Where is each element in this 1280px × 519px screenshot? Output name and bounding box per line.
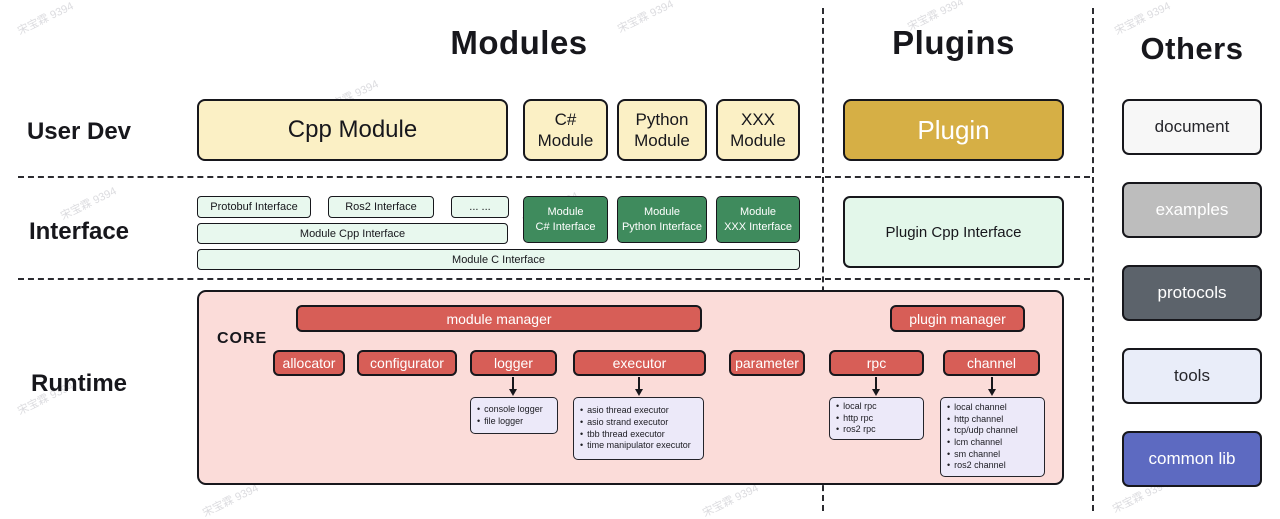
cpp-module-box: Cpp Module [197,99,508,161]
core-container: CORE module manager plugin manager alloc… [197,290,1064,485]
module-manager-bar: module manager [296,305,702,332]
arrow-down-icon [508,377,518,396]
watermark: 宋宝霖 9394 [15,0,76,38]
list-item: ros2 rpc [836,424,917,436]
others-item-examples: examples [1122,182,1262,238]
list-item: http rpc [836,413,917,425]
arrow-down-icon [987,377,997,396]
module-python-interface-line1: Module [643,205,681,218]
logger-impl-list: console logger file logger [470,397,558,434]
python-module-line1: Python [635,109,689,129]
parameter-component: parameter [729,350,805,376]
list-item: tbb thread executor [580,429,697,441]
others-item-tools: tools [1122,348,1262,404]
xxx-module-line2: Module [730,131,786,150]
list-item: console logger [477,404,551,416]
others-item-document: document [1122,99,1262,155]
section-title-modules: Modules [450,24,588,61]
ros2-interface-box: Ros2 Interface [328,196,434,218]
csharp-module-line2: Module [537,131,594,150]
list-item: asio strand executor [580,417,697,429]
module-python-interface-box: Module Python Interface [617,196,707,243]
csharp-module-line1: C# [554,109,577,129]
module-csharp-interface-line2: C# Interface [535,220,596,233]
list-item: local rpc [836,401,917,413]
xxx-module-box: XXX Module [716,99,800,161]
list-item: local channel [947,402,1038,414]
list-item: asio thread executor [580,405,697,417]
list-item: file logger [477,416,551,428]
divider-plugins-others [1092,8,1094,511]
executor-impl-list: asio thread executor asio strand executo… [573,397,704,460]
xxx-module-line1: XXX [740,109,776,129]
list-item: ros2 channel [947,460,1038,472]
divider-userdev-interface [18,176,1090,178]
logger-component: logger [470,350,557,376]
arrow-down-icon [634,377,644,396]
list-item: lcm channel [947,437,1038,449]
arrow-down-icon [871,377,881,396]
module-xxx-interface-box: Module XXX Interface [716,196,800,243]
list-item: http channel [947,414,1038,426]
divider-modules-plugins [822,8,824,511]
plugin-manager-bar: plugin manager [890,305,1025,332]
rpc-component: rpc [829,350,924,376]
module-c-interface-box: Module C Interface [197,249,800,270]
plugin-cpp-interface-box: Plugin Cpp Interface [843,196,1064,268]
module-csharp-interface-box: Module C# Interface [523,196,608,243]
section-title-others: Others [1140,31,1244,66]
others-item-protocols: protocols [1122,265,1262,321]
module-cpp-interface-box: Module Cpp Interface [197,223,508,244]
module-xxx-interface-line2: XXX Interface [724,220,792,233]
list-item: sm channel [947,449,1038,461]
module-xxx-interface-line1: Module [739,205,777,218]
row-label-interface: Interface [28,218,130,245]
csharp-module-box: C# Module [523,99,608,161]
configurator-component: configurator [357,350,457,376]
plugin-box: Plugin [843,99,1064,161]
core-label: CORE [217,330,268,347]
divider-interface-runtime [18,278,1090,280]
allocator-component: allocator [273,350,345,376]
watermark: 宋宝霖 9394 [200,482,261,519]
python-module-box: Python Module [617,99,707,161]
watermark: 宋宝霖 9394 [700,482,761,519]
module-csharp-interface-line1: Module [547,205,584,218]
others-item-common-lib: common lib [1122,431,1262,487]
more-interfaces-box: ... ... [451,196,509,218]
executor-component: executor [573,350,706,376]
list-item: tcp/udp channel [947,425,1038,437]
channel-component: channel [943,350,1040,376]
python-module-line2: Module [634,131,690,150]
protobuf-interface-box: Protobuf Interface [197,196,311,218]
list-item: time manipulator executor [580,440,697,452]
module-python-interface-line2: Python Interface [621,220,703,233]
row-label-runtime: Runtime [31,370,127,397]
row-label-user-dev: User Dev [26,118,132,145]
rpc-impl-list: local rpc http rpc ros2 rpc [829,397,924,440]
section-title-plugins: Plugins [892,24,1015,61]
channel-impl-list: local channel http channel tcp/udp chann… [940,397,1045,477]
